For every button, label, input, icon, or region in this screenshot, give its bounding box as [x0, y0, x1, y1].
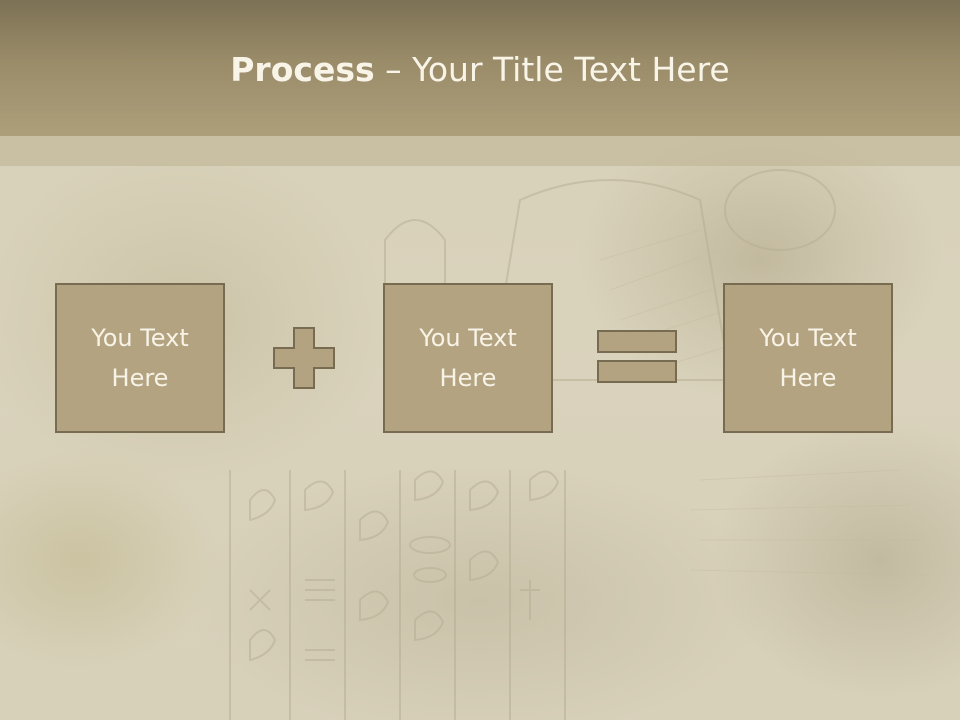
process-box-3[interactable]: You Text Here: [723, 283, 893, 433]
equals-icon: [597, 330, 677, 388]
process-box-2-label: You Text Here: [419, 324, 517, 392]
process-box-2[interactable]: You Text Here: [383, 283, 553, 433]
title-bar: [0, 0, 960, 136]
process-box-1-label: You Text Here: [91, 324, 189, 392]
title-rest-text: – Your Title Text Here: [374, 50, 730, 89]
title-bold-text: Process: [230, 50, 375, 89]
process-box-3-label: You Text Here: [759, 324, 857, 392]
process-box-1[interactable]: You Text Here: [55, 283, 225, 433]
slide-title: Process – Your Title Text Here: [0, 50, 960, 89]
plus-icon: [273, 327, 335, 393]
title-strip: [0, 136, 960, 166]
